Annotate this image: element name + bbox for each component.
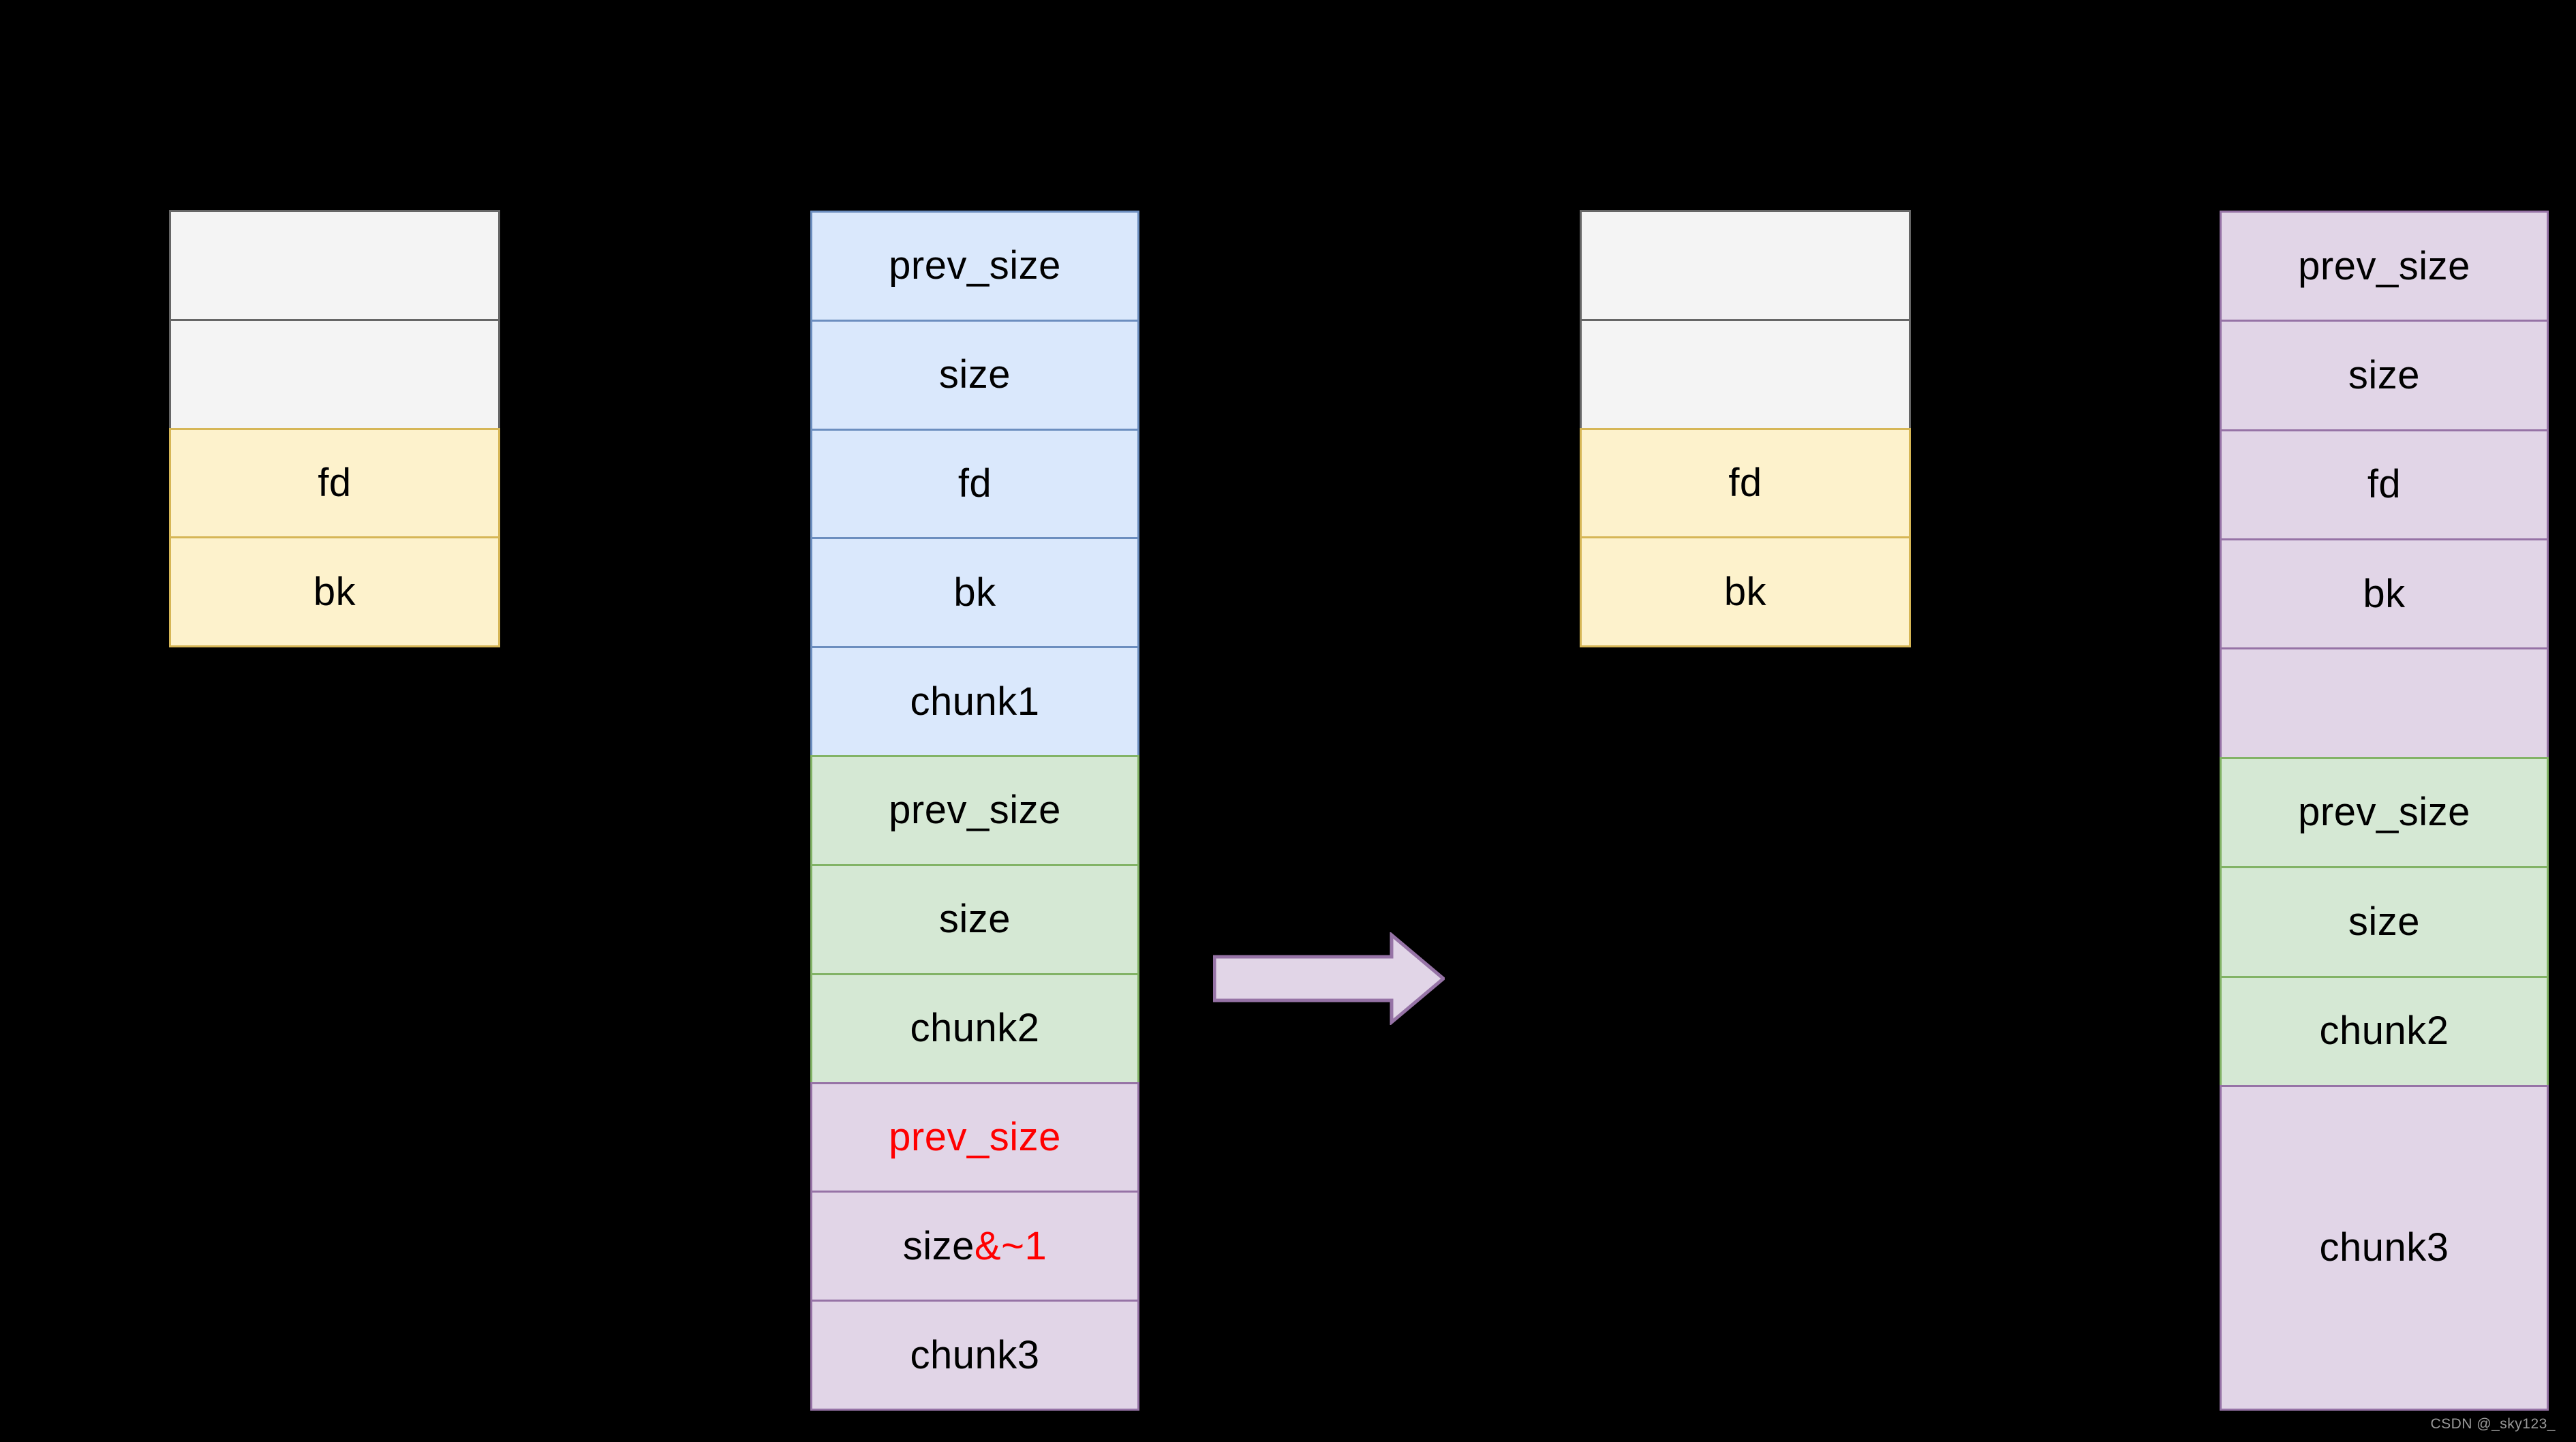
cell-chunk2-body: chunk2 <box>810 972 1139 1084</box>
column-heap-after: prev_size size fd bk prev_size size chun… <box>2220 211 2549 1411</box>
cell-chunk3-body: chunk3 <box>2220 1084 2549 1411</box>
cell-merged-fd: fd <box>2220 429 2549 541</box>
cell-merged-bk: bk <box>2220 538 2549 650</box>
cell-empty-2 <box>169 318 500 430</box>
cell-bk: bk <box>169 536 500 647</box>
column-heap-before: prev_size size fd bk chunk1 prev_size si… <box>810 211 1139 1411</box>
cell-merged-empty <box>2220 647 2549 759</box>
cell-chunk2-prev-size: prev_size <box>2220 756 2549 869</box>
watermark: CSDN @_sky123_ <box>2430 1416 2556 1432</box>
cell-merged-prev-size: prev_size <box>2220 211 2549 322</box>
cell-chunk1-size: size <box>810 319 1139 431</box>
cell-fd: fd <box>169 427 500 539</box>
cell-empty-1 <box>169 210 500 321</box>
cell-chunk2-body: chunk2 <box>2220 975 2549 1087</box>
cell-chunk3-prev-size-label: prev_size <box>889 1114 1061 1159</box>
cell-chunk2-prev-size: prev_size <box>810 755 1139 866</box>
cell-chunk1-body: chunk1 <box>810 646 1139 758</box>
cell-chunk1-bk: bk <box>810 537 1139 649</box>
cell-chunk3-size: size&~1 <box>810 1191 1139 1302</box>
cell-chunk1-fd: fd <box>810 428 1139 540</box>
cell-chunk2-size: size <box>810 863 1139 975</box>
cell-chunk3-body: chunk3 <box>810 1300 1139 1411</box>
column-unsorted-bin-after: fd bk <box>1580 210 1911 647</box>
cell-fd: fd <box>1580 427 1911 539</box>
column-unsorted-bin-before: fd bk <box>169 210 500 647</box>
cell-merged-size: size <box>2220 320 2549 431</box>
cell-chunk1-prev-size: prev_size <box>810 211 1139 322</box>
cell-chunk2-size: size <box>2220 866 2549 978</box>
cell-empty-2 <box>1580 318 1911 430</box>
cell-chunk3-size-label: size <box>902 1223 975 1268</box>
cell-chunk3-size-mask: &~1 <box>974 1223 1047 1268</box>
cell-chunk3-prev-size: prev_size <box>810 1082 1139 1193</box>
transition-arrow-icon <box>1212 931 1446 1026</box>
cell-bk: bk <box>1580 536 1911 647</box>
cell-empty-1 <box>1580 210 1911 321</box>
